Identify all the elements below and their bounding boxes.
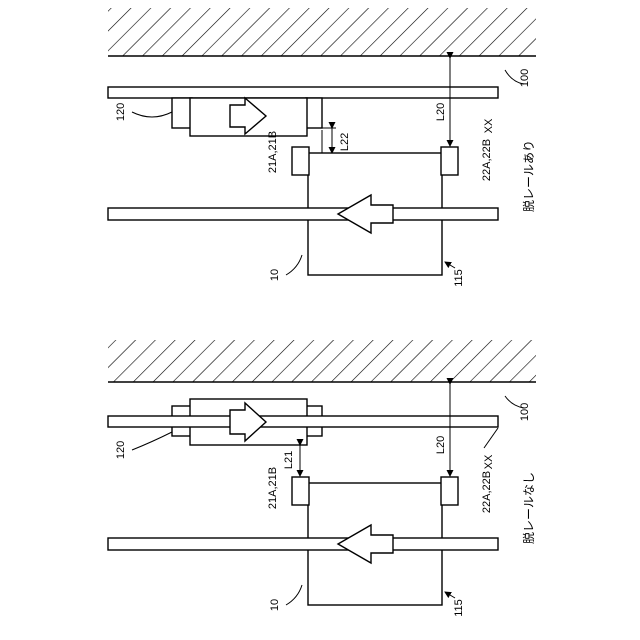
label-120-top: 120 [115,103,127,121]
sensor-22-bottom [441,477,458,505]
rail-lower-bottom [108,538,498,550]
label-22-bottom: 22A,22B [481,471,493,513]
label-100-top: 100 [519,69,531,87]
label-115-bottom: 115 [453,599,465,617]
dimension-l20-bottom: L20 [435,384,450,476]
label-10-bottom: 10 [269,599,281,611]
label-10-top: 10 [269,269,281,281]
gap-l22: L22 [308,128,351,156]
sensor-21-top [292,147,309,175]
rail-xx-bottom [108,416,498,427]
label-100-bottom: 100 [519,403,531,421]
label-xx-top: XX [483,118,495,133]
panel-top: L22 L20 100 XX 120 21A,21B 22A,22B 10 11… [108,8,536,287]
label-21-top: 21A,21B [267,131,279,173]
caption-bottom: 脱レールなし [521,472,536,544]
label-l21: L21 [283,451,295,469]
rail-lower-top [108,208,498,220]
unit-120-top [172,98,322,136]
dimension-l20-top: L20 [435,58,450,146]
caption-top: 脱レールあり [521,140,536,212]
label-l20-bottom: L20 [435,436,447,454]
panel-bottom: L21 L20 100 XX 120 21A,21B 22A,22B 10 11… [108,340,536,617]
wall-100-bottom [108,340,536,382]
label-22-top: 22A,22B [481,139,493,181]
label-120-bottom: 120 [115,441,127,459]
label-l22: L22 [339,133,351,151]
dimension-l21: L21 [283,445,300,476]
label-xx-bottom: XX [483,454,495,469]
wall-100-top [108,8,536,56]
sensor-22-top [441,147,458,175]
label-21-bottom: 21A,21B [267,467,279,509]
rail-xx-top [108,87,498,98]
sensor-21-bottom [292,477,309,505]
label-115-top: 115 [453,269,465,287]
label-l20-top: L20 [435,103,447,121]
